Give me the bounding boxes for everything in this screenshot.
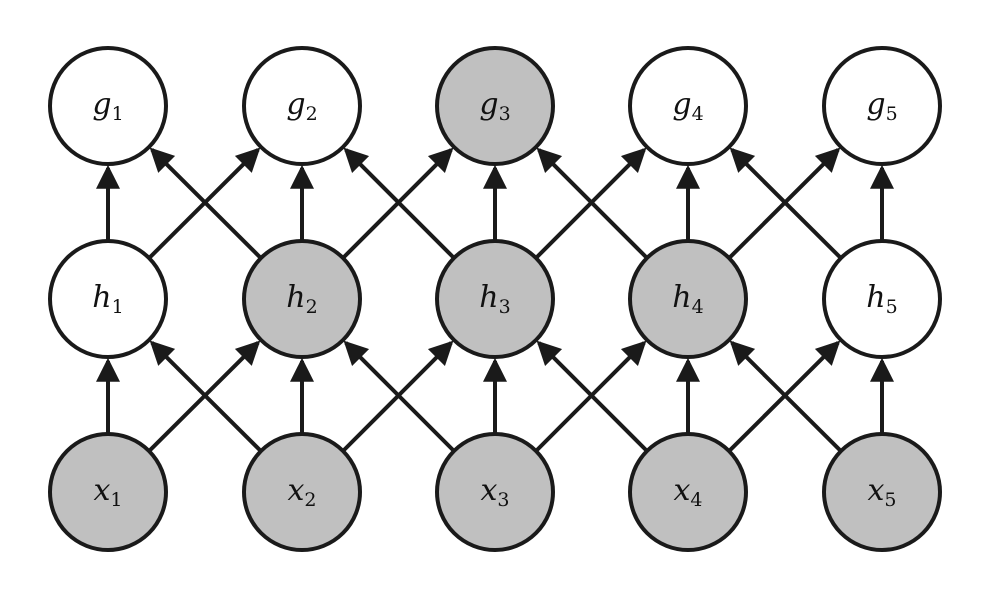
edge-x5-to-h4 <box>729 340 843 453</box>
node-h4: h4 <box>628 239 748 359</box>
node-var-x4: x <box>673 473 690 508</box>
node-sub-g5: 5 <box>886 103 898 125</box>
node-label-g3: g3 <box>479 87 510 125</box>
node-label-h1: h1 <box>92 280 123 318</box>
node-var-x2: x <box>287 473 304 508</box>
edge-h3-to-g4 <box>534 147 647 260</box>
node-g5: g5 <box>822 46 942 166</box>
node-h5: h5 <box>822 239 942 359</box>
node-g2: g2 <box>242 46 362 166</box>
node-var-g5: g <box>866 87 885 122</box>
node-h1: h1 <box>48 239 168 359</box>
node-circle-g2 <box>242 46 362 166</box>
node-label-x3: x3 <box>480 473 509 511</box>
node-var-h2: h <box>286 280 305 315</box>
node-sub-h5: 5 <box>886 296 898 318</box>
node-sub-g3: 3 <box>499 103 511 125</box>
node-label-x2: x2 <box>287 473 316 511</box>
node-label-x5: x5 <box>867 473 896 511</box>
edge-x4-to-h3 <box>536 340 649 453</box>
node-sub-h3: 3 <box>499 296 511 318</box>
node-var-g4: g <box>672 87 691 122</box>
node-h3: h3 <box>435 239 555 359</box>
edges-layer <box>96 147 894 453</box>
node-sub-h1: 1 <box>112 296 124 318</box>
node-sub-x4: 4 <box>690 489 702 511</box>
edge-h5-to-g4 <box>729 147 843 260</box>
node-sub-h4: 4 <box>692 296 704 318</box>
node-label-h5: h5 <box>866 280 897 318</box>
node-label-x1: x1 <box>93 473 122 511</box>
node-var-h4: h <box>672 280 691 315</box>
node-circle-x5 <box>822 432 942 552</box>
node-circle-x2 <box>242 432 362 552</box>
edge-h2-to-g1 <box>149 147 263 260</box>
node-circle-h4 <box>628 239 748 359</box>
edge-x2-to-h1 <box>149 340 263 453</box>
node-circle-x1 <box>48 432 168 552</box>
node-var-x3: x <box>480 473 497 508</box>
node-g4: g4 <box>628 46 748 166</box>
node-var-h5: h <box>866 280 885 315</box>
node-label-h3: h3 <box>479 280 510 318</box>
node-circle-g4 <box>628 46 748 166</box>
node-label-h4: h4 <box>672 280 703 318</box>
node-g3: g3 <box>435 46 555 166</box>
node-var-h1: h <box>92 280 111 315</box>
node-label-g4: g4 <box>672 87 703 125</box>
edge-h3-to-g2 <box>343 147 456 260</box>
node-sub-x1: 1 <box>110 489 122 511</box>
node-sub-g1: 1 <box>112 103 124 125</box>
node-x2: x2 <box>242 432 362 552</box>
node-circle-g3 <box>435 46 555 166</box>
node-var-g3: g <box>479 87 498 122</box>
edge-h4-to-g3 <box>536 147 649 260</box>
node-var-g2: g <box>286 87 305 122</box>
node-var-x1: x <box>93 473 110 508</box>
node-x4: x4 <box>628 432 748 552</box>
node-label-h2: h2 <box>286 280 317 318</box>
node-circle-g5 <box>822 46 942 166</box>
node-g1: g1 <box>48 46 168 166</box>
node-circle-h2 <box>242 239 362 359</box>
node-h2: h2 <box>242 239 362 359</box>
node-circle-x4 <box>628 432 748 552</box>
node-sub-h2: 2 <box>306 296 318 318</box>
node-x1: x1 <box>48 432 168 552</box>
node-label-g1: g1 <box>92 87 123 125</box>
node-label-g5: g5 <box>866 87 897 125</box>
node-sub-x3: 3 <box>497 489 509 511</box>
node-circle-x3 <box>435 432 555 552</box>
edge-x3-to-h2 <box>343 340 456 453</box>
node-sub-x2: 2 <box>304 489 316 511</box>
node-circle-h3 <box>435 239 555 359</box>
node-label-x4: x4 <box>673 473 702 511</box>
node-label-g2: g2 <box>286 87 317 125</box>
node-var-h3: h <box>479 280 498 315</box>
node-circle-g1 <box>48 46 168 166</box>
node-circle-h5 <box>822 239 942 359</box>
node-var-x5: x <box>867 473 884 508</box>
node-sub-g4: 4 <box>692 103 704 125</box>
node-x5: x5 <box>822 432 942 552</box>
node-circle-h1 <box>48 239 168 359</box>
node-sub-g2: 2 <box>306 103 318 125</box>
node-x3: x3 <box>435 432 555 552</box>
node-var-g1: g <box>92 87 111 122</box>
node-sub-x5: 5 <box>884 489 896 511</box>
